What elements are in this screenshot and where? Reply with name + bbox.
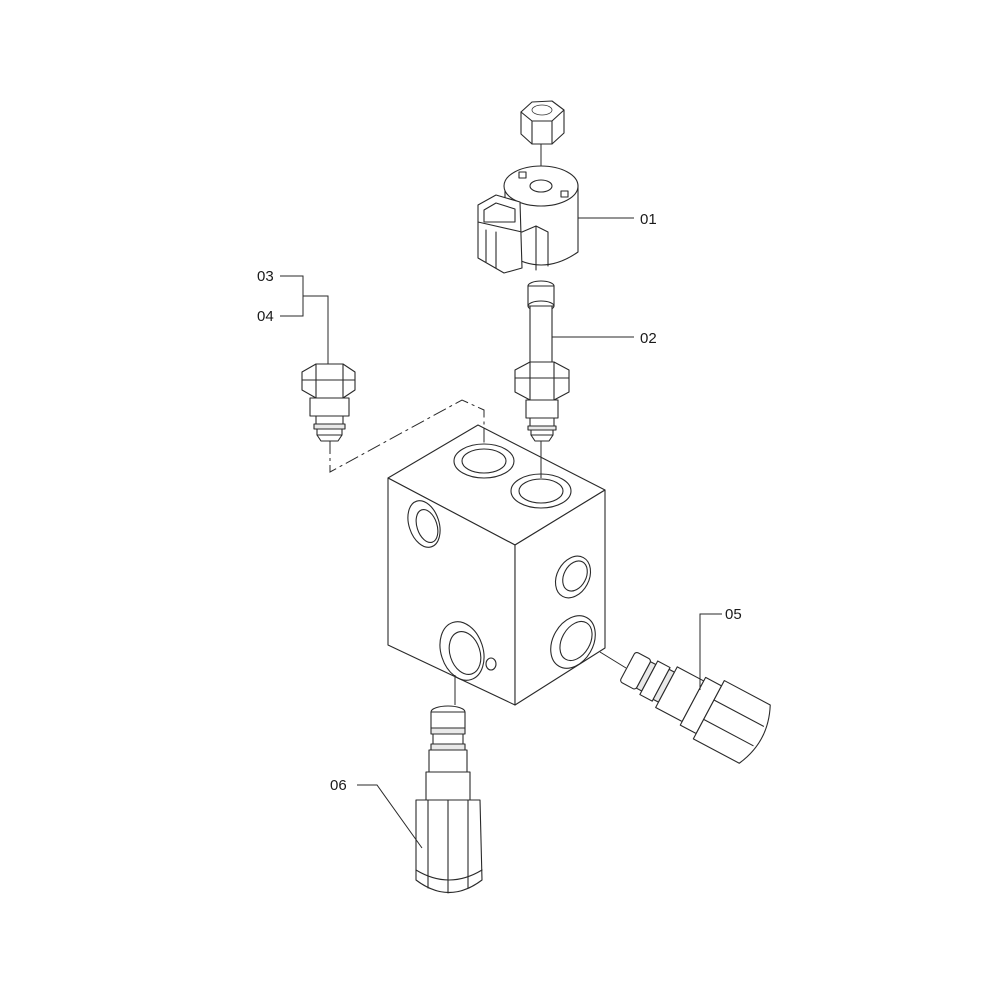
right-port-lower bbox=[550, 615, 596, 669]
solenoid-coil bbox=[477, 165, 579, 274]
nut bbox=[520, 100, 565, 145]
label-03: 03 bbox=[257, 268, 274, 285]
front-port-lower bbox=[439, 621, 497, 681]
label-02: 02 bbox=[640, 330, 657, 347]
right-port-upper bbox=[554, 555, 592, 599]
callout-06: 06 bbox=[330, 777, 423, 849]
label-04: 04 bbox=[257, 308, 274, 325]
label-06: 06 bbox=[330, 777, 347, 794]
callout-01: 01 bbox=[578, 211, 657, 228]
relief-cartridge-right bbox=[620, 652, 771, 764]
label-01: 01 bbox=[640, 211, 657, 228]
alignment-lines bbox=[329, 140, 627, 705]
top-port-1 bbox=[453, 443, 515, 479]
plug-with-seal bbox=[301, 363, 356, 442]
front-port-upper bbox=[407, 500, 441, 548]
callout-03-04: 03 04 bbox=[257, 268, 329, 364]
valve-stem-cartridge bbox=[514, 280, 570, 442]
relief-cartridge-bottom bbox=[415, 705, 483, 894]
label-05: 05 bbox=[725, 606, 742, 623]
callout-02: 02 bbox=[552, 330, 657, 347]
callout-05: 05 bbox=[699, 606, 742, 690]
valve-block bbox=[387, 424, 606, 706]
